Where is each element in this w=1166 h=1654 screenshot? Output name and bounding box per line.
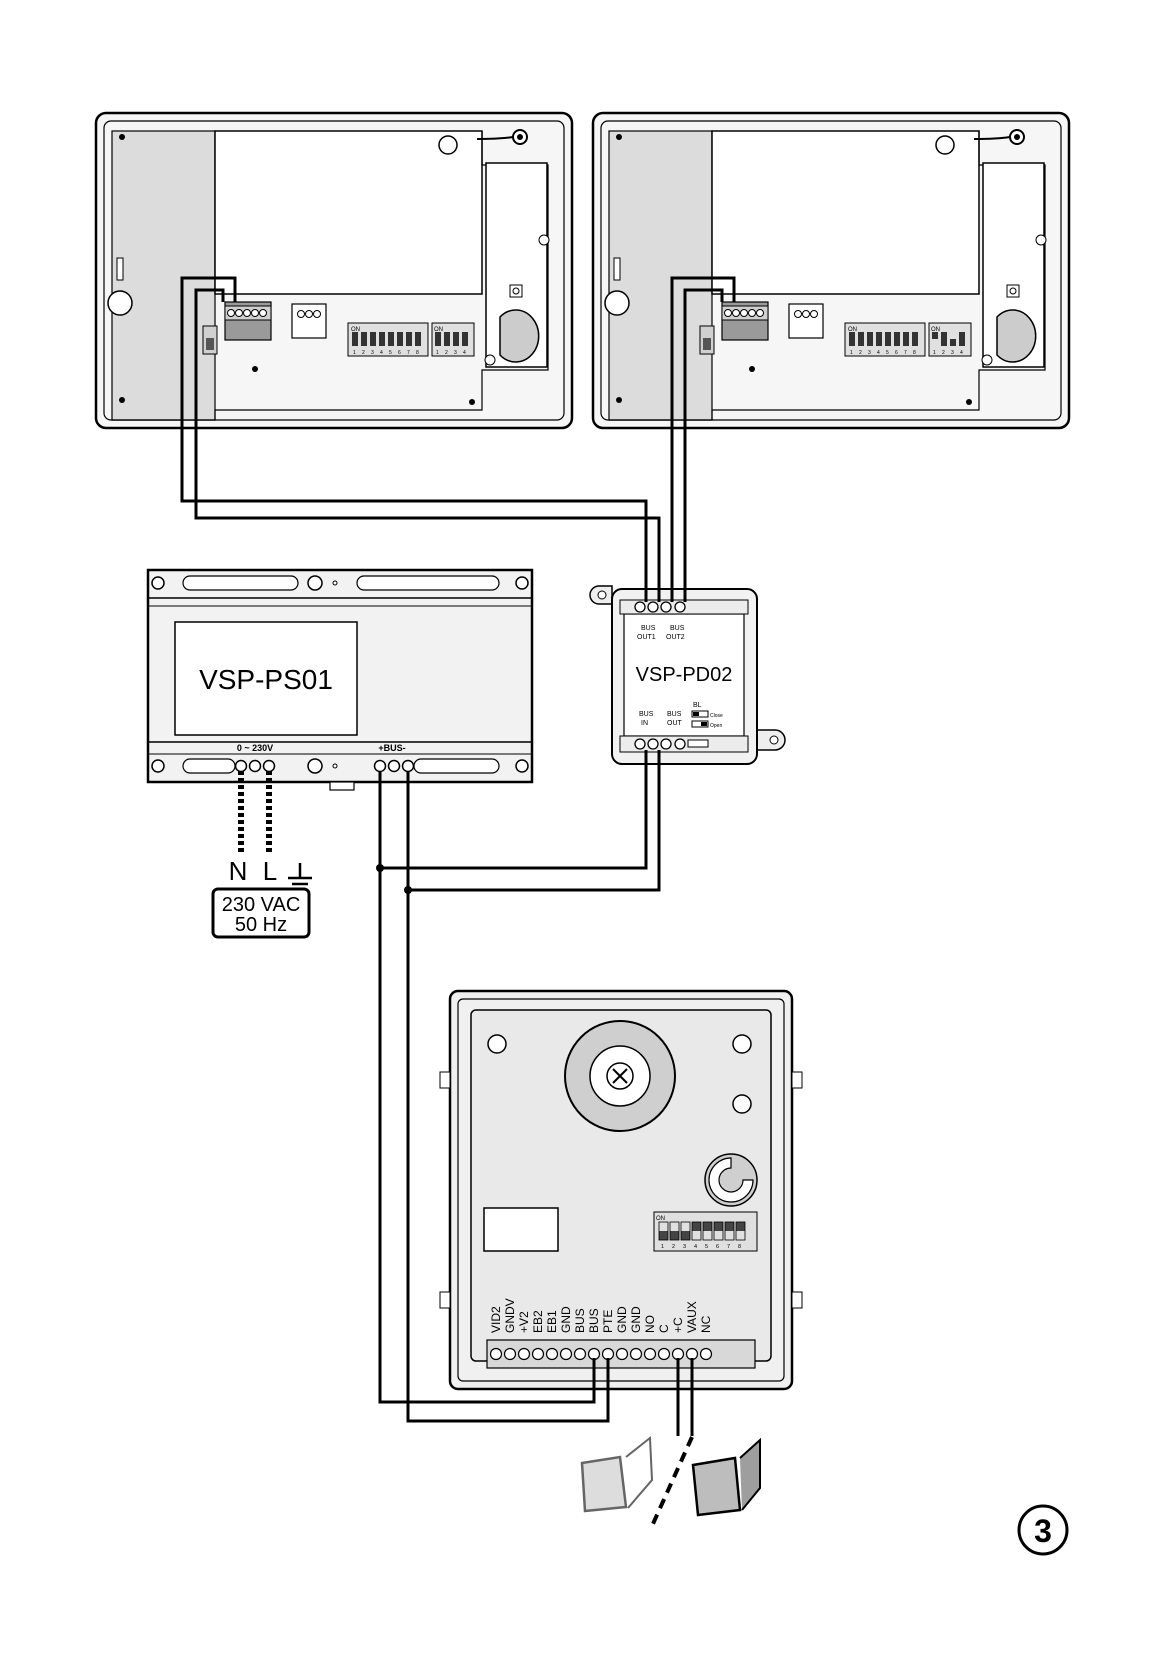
wiring xyxy=(180,276,736,1436)
terminal-label: +C xyxy=(671,1317,685,1333)
dip-number: 8 xyxy=(738,1244,741,1250)
door-lock-icon xyxy=(580,1436,761,1527)
bl-switch-label: BL xyxy=(693,702,702,709)
distributor-bottom-terminals xyxy=(634,738,709,750)
dip-number: 4 xyxy=(960,350,963,356)
terminal-label: EB1 xyxy=(545,1310,559,1333)
dip-on-label: ON xyxy=(434,327,443,333)
power-supply-model: VSP-PS01 xyxy=(199,664,333,695)
distributor-model: VSP-PD02 xyxy=(636,664,733,686)
terminal-label: GND xyxy=(629,1306,643,1333)
dip-number: 1 xyxy=(353,350,356,356)
distributor: BUS OUT1 BUS OUT2 BUS IN BUS OUT BL VSP-… xyxy=(589,585,786,765)
dip-number: 3 xyxy=(683,1244,686,1250)
camera-lens xyxy=(564,1020,676,1132)
terminal-label: C xyxy=(657,1324,671,1333)
dip-on-label: ON xyxy=(656,1216,665,1222)
dip-number: 8 xyxy=(416,350,419,356)
dip-number: 5 xyxy=(705,1244,708,1250)
dip-number: 3 xyxy=(868,350,871,356)
dip-number: 6 xyxy=(716,1244,719,1250)
dip-number: 2 xyxy=(362,350,365,356)
bl-open-label: Open xyxy=(710,723,722,729)
terminal-label: NC xyxy=(699,1315,713,1333)
figure-number-badge: 3 xyxy=(1017,1504,1069,1556)
neutral-label: N xyxy=(229,856,248,886)
dip-number: 6 xyxy=(895,350,898,356)
terminal-label: GND xyxy=(559,1306,573,1333)
dip-number: 4 xyxy=(380,350,383,356)
ground-icon xyxy=(288,863,312,891)
mains-connection: N L 230 VAC 50 Hz xyxy=(211,771,312,939)
dip-number: 3 xyxy=(951,350,954,356)
terminal-label: VAUX xyxy=(685,1301,699,1333)
terminal-label: GNDV xyxy=(503,1298,517,1333)
figure-number: 3 xyxy=(1034,1513,1052,1549)
terminal-label: +V2 xyxy=(517,1311,531,1333)
dip-number: 4 xyxy=(463,350,466,356)
bus-out-label: OUT xyxy=(667,720,683,727)
bus-output-terminals xyxy=(373,759,415,773)
dip-number: 3 xyxy=(454,350,457,356)
dip-number: 4 xyxy=(877,350,880,356)
terminal-labels: VID2 GNDV +V2 EB2 EB1 GND BUS BUS PTE GN… xyxy=(489,1298,713,1333)
dip-number: 6 xyxy=(398,350,401,356)
dip-number: 2 xyxy=(445,350,448,356)
dip-number: 7 xyxy=(904,350,907,356)
power-supply: VSP-PS01 0 ~ 230V +BUS- xyxy=(146,568,534,791)
monitor-2: ON 1 2 3 4 5 6 7 8 ON 1 2 3 4 xyxy=(591,111,1071,430)
dip-on-label: ON xyxy=(931,327,940,333)
bus-in-label: IN xyxy=(641,720,648,727)
dip-number: 2 xyxy=(942,350,945,356)
dip-on-label: ON xyxy=(848,327,857,333)
bl-switch: Close Open xyxy=(691,710,723,729)
terminal-label: VID2 xyxy=(489,1306,503,1333)
mains-voltage: 230 VAC xyxy=(222,894,301,916)
terminal-label: EB2 xyxy=(531,1310,545,1333)
microphone-knob xyxy=(704,1153,758,1207)
terminal-label: BUS xyxy=(573,1308,587,1333)
terminal-label: GND xyxy=(615,1306,629,1333)
out2-label: OUT2 xyxy=(666,634,685,641)
dip-number: 4 xyxy=(694,1244,697,1250)
out2-label: BUS xyxy=(670,625,685,632)
dip-number: 1 xyxy=(436,350,439,356)
line-label: L xyxy=(263,856,277,886)
dip-number: 7 xyxy=(727,1244,730,1250)
terminal-label: NO xyxy=(643,1315,657,1333)
dip-number: 5 xyxy=(886,350,889,356)
dip-switch: ON 1 2 3 4 5 6 7 xyxy=(653,1211,758,1252)
terminal-label: PTE xyxy=(601,1310,615,1333)
power-input-label: 0 ~ 230V xyxy=(237,743,273,753)
dip-number: 2 xyxy=(672,1244,675,1250)
dip-number: 1 xyxy=(933,350,936,356)
dip-number: 8 xyxy=(913,350,916,356)
monitor-1: ON 1 2 3 4 5 6 7 8 ON 1 2 3 4 xyxy=(94,111,574,430)
bus-out-label: BUS xyxy=(667,711,682,718)
bl-close-label: Close xyxy=(710,713,723,719)
door-station: ON 1 2 3 4 5 6 7 xyxy=(439,989,803,1391)
dip-number: 5 xyxy=(389,350,392,356)
dip-number: 1 xyxy=(661,1244,664,1250)
dip-number: 7 xyxy=(407,350,410,356)
dip-number: 3 xyxy=(371,350,374,356)
bus-in-label: BUS xyxy=(639,711,654,718)
out1-label: OUT1 xyxy=(637,634,656,641)
distributor-top-terminals xyxy=(634,601,686,613)
terminal-label: BUS xyxy=(587,1308,601,1333)
power-output-label: +BUS- xyxy=(378,743,405,753)
dip-number: 1 xyxy=(850,350,853,356)
dip-on-label: ON xyxy=(351,327,360,333)
mains-frequency: 50 Hz xyxy=(235,914,287,936)
dip-number: 2 xyxy=(859,350,862,356)
out1-label: BUS xyxy=(641,625,656,632)
mains-terminals xyxy=(234,759,276,773)
